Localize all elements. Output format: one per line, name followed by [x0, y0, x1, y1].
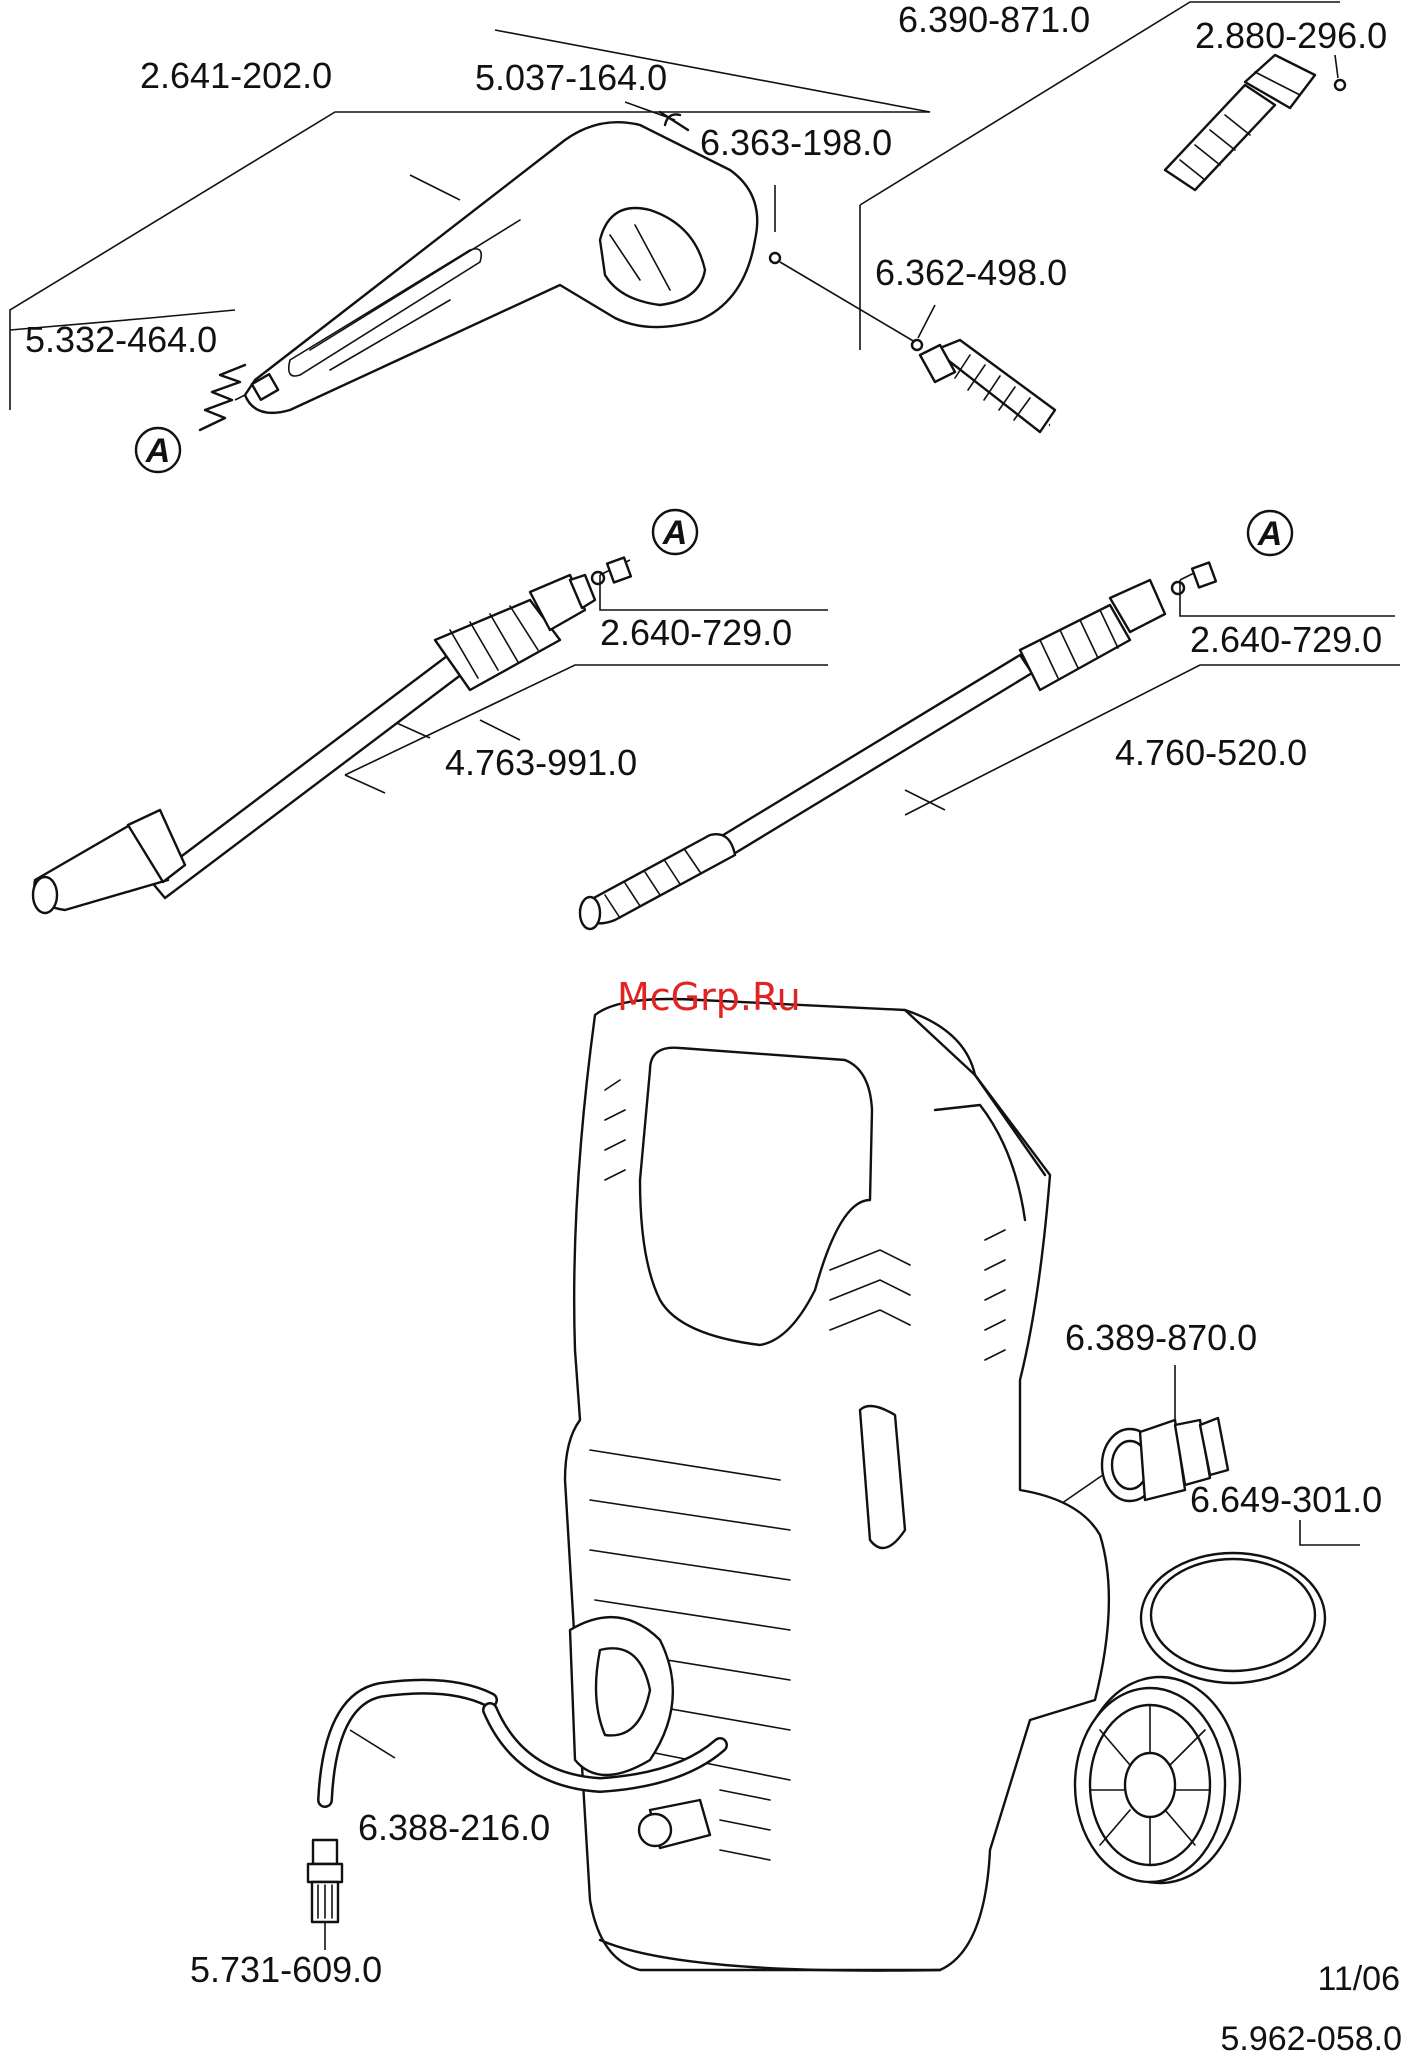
pressure-washer-icon — [565, 999, 1109, 1971]
label-dirt-blaster-lance: 4.763-991.0 — [445, 742, 637, 783]
marker-a2: A — [653, 510, 697, 554]
svg-text:A: A — [662, 514, 688, 552]
label-gun: 2.641-202.0 — [140, 55, 332, 96]
footer-date: 11/06 — [1317, 1960, 1400, 1998]
high-pressure-hose-icon — [920, 55, 1315, 432]
label-garden-hose-coupling: 6.389-870.0 — [1065, 1317, 1257, 1358]
svg-text:A: A — [1257, 515, 1283, 553]
o-ring-icon — [912, 340, 922, 350]
o-ring-icon — [770, 253, 780, 263]
suction-filter-icon — [308, 1840, 342, 1922]
label-clip: 5.037-164.0 — [475, 57, 667, 98]
label-nozzle-insert-right: 2.640-729.0 — [1190, 619, 1382, 660]
wheel-icon — [1075, 1677, 1240, 1883]
label-suction-filter: 5.731-609.0 — [190, 1949, 382, 1990]
clip-icon — [660, 112, 688, 130]
label-hose: 6.390-871.0 — [898, 0, 1090, 40]
trigger-gun-icon — [245, 122, 757, 413]
hose-ring-icon — [1141, 1553, 1325, 1683]
label-hose-oring: 6.363-198.0 — [700, 122, 892, 163]
label-coupling-ring: 6.649-301.0 — [1190, 1479, 1382, 1520]
marker-a1: A — [136, 428, 180, 472]
label-nozzle-insert-left: 2.640-729.0 — [600, 612, 792, 653]
footer-doc-number: 5.962-058.0 — [1221, 2020, 1403, 2058]
label-hose-end-oring: 2.880-296.0 — [1195, 15, 1387, 56]
label-spray-lance: 4.760-520.0 — [1115, 732, 1307, 773]
label-suction-hose: 6.388-216.0 — [358, 1807, 550, 1848]
o-ring-icon — [1335, 80, 1345, 90]
label-spring: 5.332-464.0 — [25, 319, 217, 360]
label-gun-oring: 6.362-498.0 — [875, 252, 1067, 293]
svg-text:A: A — [145, 432, 171, 470]
watermark: McGrp.Ru — [617, 975, 801, 1019]
lance-icon — [33, 558, 631, 913]
marker-a3: A — [1248, 511, 1292, 555]
